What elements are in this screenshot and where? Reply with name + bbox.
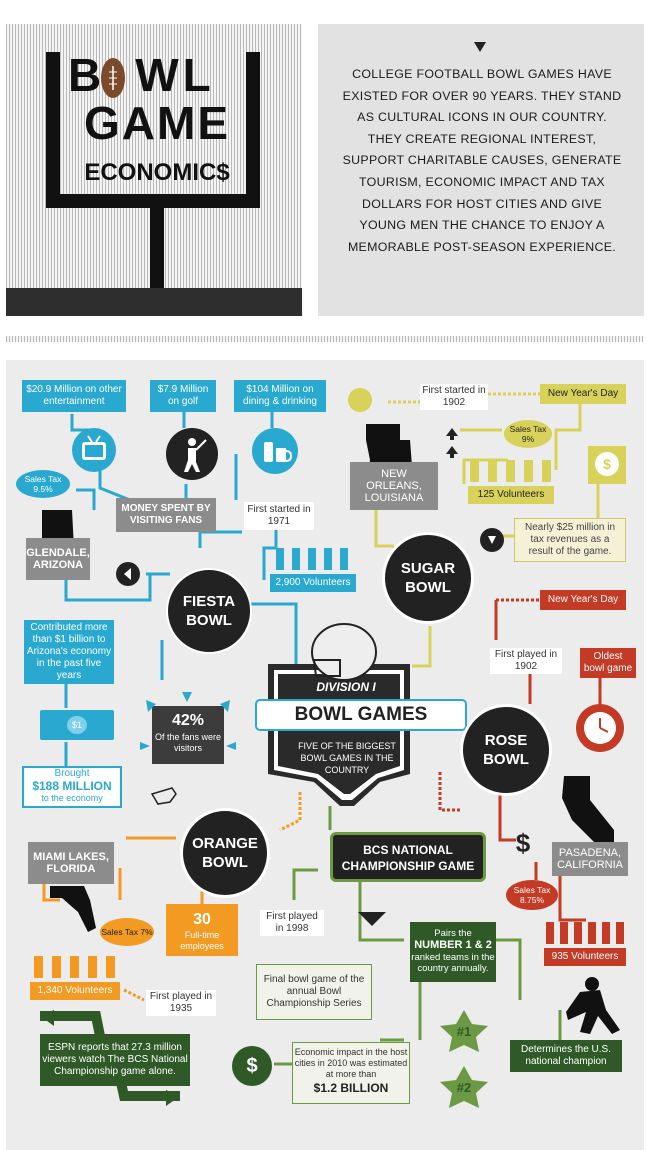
orange-first-played: First played in 1935 bbox=[146, 990, 216, 1016]
orange-bowl-circle: ORANGE BOWL bbox=[180, 808, 270, 898]
bcs-dollar-icon: $ bbox=[232, 1046, 272, 1086]
division-label: DIVISION I bbox=[316, 680, 376, 694]
drinks-icon bbox=[252, 428, 298, 474]
title-line3: ECONOMIC$ bbox=[84, 159, 230, 186]
rose-oldest: Oldest bowl game bbox=[580, 648, 636, 678]
fiesta-contributed: Contributed more than $1 billion to Ariz… bbox=[24, 620, 114, 684]
sugar-emblem-icon bbox=[348, 388, 372, 412]
money-bag-icon: $ bbox=[588, 446, 626, 484]
sugar-date: New Year's Day bbox=[540, 384, 626, 404]
center-subtitle: FIVE OF THE BIGGEST BOWL GAMES IN THE CO… bbox=[298, 741, 396, 775]
sugar-bowl-circle: SUGAR BOWL bbox=[382, 532, 474, 624]
star-2-label: #2 bbox=[456, 1080, 472, 1095]
section-divider bbox=[6, 336, 644, 342]
bcs-espn: ESPN reports that 27.3 million viewers w… bbox=[40, 1034, 190, 1086]
left-arrow-icon bbox=[116, 562, 140, 586]
sugar-sales-tax: Sales Tax 9% bbox=[504, 420, 552, 448]
fiesta-city: GLENDALE, ARIZONA bbox=[26, 538, 90, 580]
fiesta-fans-box: 42% Of the fans were visitors bbox=[152, 706, 224, 764]
brought-label: Brought bbox=[54, 768, 90, 779]
fiesta-dining-box: $104 Million on dining & drinking bbox=[234, 380, 326, 412]
impact-amount: $1.2 BILLION bbox=[313, 1081, 389, 1095]
rose-volunteers: 935 Volunteers bbox=[544, 948, 626, 966]
fiesta-first-started: First started in 1971 bbox=[244, 502, 314, 530]
pairs-big: NUMBER 1 & 2 bbox=[414, 939, 492, 951]
sugar-tax-revenue: Nearly $25 million in tax revenues as a … bbox=[514, 518, 626, 562]
fans-percent: 42% bbox=[171, 712, 205, 729]
sugar-first-started: First started in 1902 bbox=[420, 384, 488, 410]
rose-date: New Year's Day bbox=[540, 590, 626, 610]
rose-first-played: First played in 1902 bbox=[490, 648, 562, 674]
pairs-bottom: ranked teams in the country annually. bbox=[411, 952, 495, 974]
bcs-pairs-box: Pairs the NUMBER 1 & 2 ranked teams in t… bbox=[410, 922, 496, 982]
orange-volunteers: 1,340 Volunteers bbox=[30, 982, 120, 1000]
bowl-games-title: BOWL GAMES bbox=[294, 704, 428, 725]
sugar-city: NEW ORLEANS, LOUISIANA bbox=[350, 462, 438, 510]
brought-suffix: to the economy bbox=[41, 793, 103, 803]
orange-employees-box: 30 Full-time employees bbox=[166, 904, 238, 956]
down-left-arrow-icon bbox=[480, 528, 504, 552]
orange-sales-tax: Sales Tax 7% bbox=[100, 918, 154, 946]
clock-icon bbox=[576, 704, 624, 752]
employees-text: Full-time employees bbox=[180, 930, 224, 951]
bcs-final: Final bowl game of the annual Bowl Champ… bbox=[256, 964, 372, 1020]
pairs-top: Pairs the bbox=[434, 928, 472, 939]
money-spent-label: MONEY SPENT BY VISITING FANS bbox=[116, 498, 216, 532]
helmet-icon bbox=[311, 623, 377, 681]
impact-text: Economic impact in the host cities in 20… bbox=[294, 1047, 408, 1079]
fiesta-entertainment-box: $20.9 Million on other entertainment bbox=[22, 380, 126, 412]
rose-dollar-icon: $ bbox=[515, 828, 531, 858]
orange-city: MIAMI LAKES, FLORIDA bbox=[28, 842, 114, 884]
bcs-title-box: BCS NATIONAL CHAMPIONSHIP GAME bbox=[330, 832, 486, 882]
title-line2: GAME bbox=[84, 97, 230, 149]
fiesta-bowl-circle: FIESTA BOWL bbox=[166, 568, 252, 654]
intro-panel bbox=[318, 24, 644, 316]
dollar-bill-icon: $1 bbox=[40, 710, 114, 740]
brought-amount: $188 MILLION bbox=[32, 779, 112, 793]
fiesta-sales-tax: Sales Tax 9.5% bbox=[16, 470, 70, 498]
rose-city: PASADENA, CALIFORNIA bbox=[552, 842, 628, 876]
rose-bowl-circle: ROSE BOWL bbox=[460, 704, 552, 796]
bcs-first-played: First played in 1998 bbox=[260, 910, 324, 936]
fans-text: Of the fans were visitors bbox=[154, 732, 222, 753]
fiesta-brought-box: Brought $188 MILLION to the economy bbox=[22, 766, 122, 808]
golfer-icon bbox=[166, 428, 218, 480]
bcs-determines: Determines the U.S. national champion bbox=[510, 1040, 622, 1072]
fiesta-golf-box: $7.9 Million on golf bbox=[150, 380, 216, 412]
fiesta-volunteers: 2,900 Volunteers bbox=[270, 574, 356, 592]
bcs-impact-box: Economic impact in the host cities in 20… bbox=[292, 1042, 410, 1104]
rose-sales-tax: Sales Tax 8.75% bbox=[506, 880, 558, 910]
star-1-label: #1 bbox=[456, 1024, 472, 1039]
employees-number: 30 bbox=[193, 911, 211, 928]
tv-icon bbox=[72, 428, 116, 472]
sugar-volunteers: 125 Volunteers bbox=[468, 486, 554, 504]
intro-text: COLLEGE FOOTBALL BOWL GAMES HAVE EXISTED… bbox=[342, 67, 622, 254]
